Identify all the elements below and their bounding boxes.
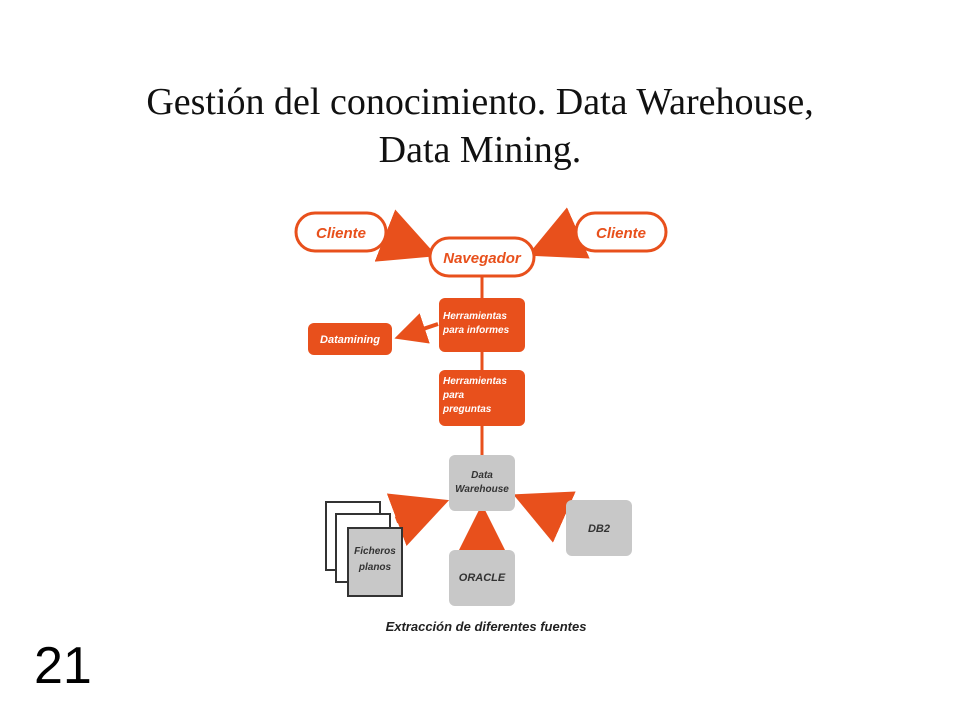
node-herramientas-informes: Herramientas para informes bbox=[439, 298, 525, 352]
node-herramientas-informes-line-2: para informes bbox=[442, 325, 510, 336]
node-navegador: Navegador bbox=[428, 236, 536, 278]
node-cliente-right-label: Cliente bbox=[596, 225, 646, 242]
node-herramientas-preguntas-line-2: para bbox=[442, 390, 465, 401]
node-ficheros-planos-line-2: planos bbox=[358, 562, 392, 573]
node-cliente-left-label: Cliente bbox=[316, 225, 366, 242]
arrow-cliente-left-to-navegador bbox=[374, 209, 438, 262]
node-data-warehouse-line-2: Warehouse bbox=[455, 484, 509, 495]
arrow-cliente-right-to-navegador bbox=[527, 207, 590, 259]
slide-title-line-2: Data Mining. bbox=[378, 129, 582, 171]
node-db2-label: DB2 bbox=[588, 523, 610, 535]
node-herramientas-preguntas: Herramientas para preguntas bbox=[439, 370, 525, 426]
slide-title-line-1: Gestión del conocimiento. Data Warehouse… bbox=[146, 81, 814, 123]
diagram-caption: Extracción de diferentes fuentes bbox=[386, 619, 587, 634]
node-datamining-label: Datamining bbox=[320, 334, 380, 346]
node-ficheros-planos: Ficheros planos bbox=[325, 501, 403, 597]
node-cliente-left: Cliente bbox=[294, 211, 388, 253]
node-herramientas-informes-line-1: Herramientas bbox=[443, 311, 507, 322]
arrow-informes-to-datamining bbox=[394, 313, 439, 344]
node-herramientas-preguntas-line-3: preguntas bbox=[442, 404, 492, 415]
arrow-db2-to-warehouse bbox=[513, 491, 576, 543]
node-herramientas-preguntas-line-1: Herramientas bbox=[443, 376, 507, 387]
node-data-warehouse: Data Warehouse bbox=[449, 455, 515, 511]
ficheros-page-front bbox=[347, 527, 403, 597]
arrow-ficheros-to-warehouse bbox=[386, 493, 450, 546]
node-data-warehouse-line-1: Data bbox=[471, 470, 493, 481]
node-oracle: ORACLE bbox=[449, 550, 515, 606]
node-cliente-right: Cliente bbox=[574, 211, 668, 253]
slide-title: Gestión del conocimiento. Data Warehouse… bbox=[0, 78, 960, 174]
node-navegador-label: Navegador bbox=[443, 250, 522, 267]
node-datamining: Datamining bbox=[308, 323, 392, 355]
node-db2: DB2 bbox=[566, 500, 632, 556]
node-oracle-label: ORACLE bbox=[459, 572, 506, 584]
node-ficheros-planos-line-1: Ficheros bbox=[354, 546, 396, 557]
slide-number: 21 bbox=[34, 637, 92, 695]
